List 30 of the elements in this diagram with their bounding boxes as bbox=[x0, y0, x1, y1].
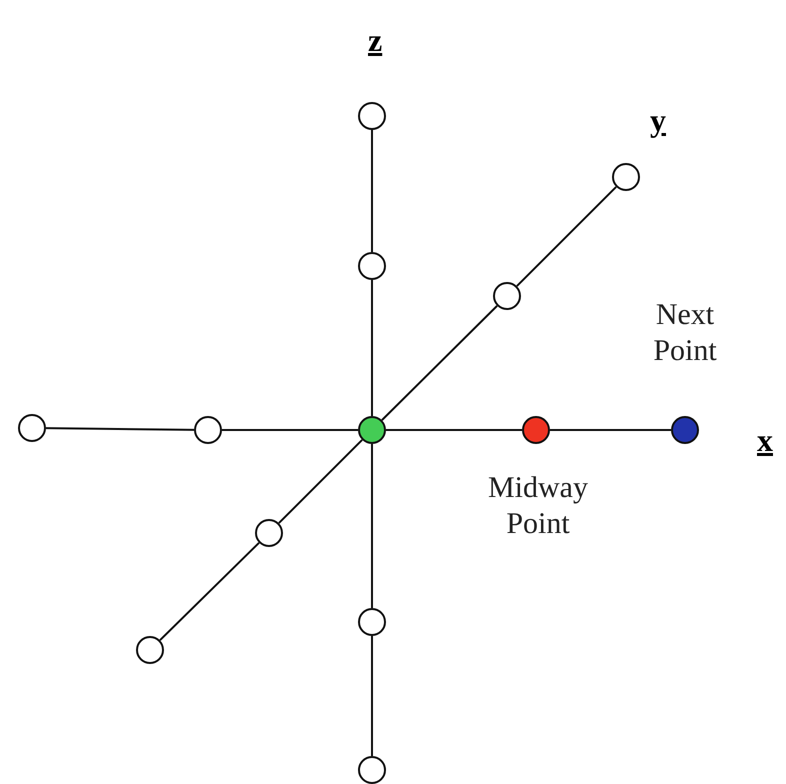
axis-line bbox=[46, 427, 194, 431]
axis-line bbox=[371, 444, 373, 608]
point-circle bbox=[136, 636, 164, 664]
point-circle bbox=[358, 416, 386, 444]
point-circle bbox=[358, 756, 386, 784]
point-circle bbox=[18, 414, 46, 442]
axis-line bbox=[386, 429, 522, 431]
point-circle bbox=[493, 282, 521, 310]
axis-line bbox=[371, 130, 373, 252]
point-circle bbox=[358, 102, 386, 130]
axis-line bbox=[222, 429, 358, 431]
axis-line bbox=[371, 636, 373, 756]
axis-line bbox=[278, 439, 363, 524]
axis-line bbox=[371, 280, 373, 416]
point-circle bbox=[522, 416, 550, 444]
axis-line bbox=[516, 186, 617, 287]
point-circle bbox=[612, 163, 640, 191]
point-circle bbox=[194, 416, 222, 444]
point-label: Next Point bbox=[652, 297, 718, 369]
point-circle bbox=[671, 416, 699, 444]
axis-line bbox=[381, 305, 498, 421]
axis-line bbox=[550, 429, 671, 431]
axis-label: y bbox=[650, 102, 666, 138]
axis-label: x bbox=[757, 422, 773, 458]
point-circle bbox=[358, 608, 386, 636]
axis-line bbox=[159, 542, 260, 641]
point-circle bbox=[255, 519, 283, 547]
axis-label: z bbox=[368, 22, 382, 58]
point-label: Midway Point bbox=[487, 470, 589, 542]
point-circle bbox=[358, 252, 386, 280]
